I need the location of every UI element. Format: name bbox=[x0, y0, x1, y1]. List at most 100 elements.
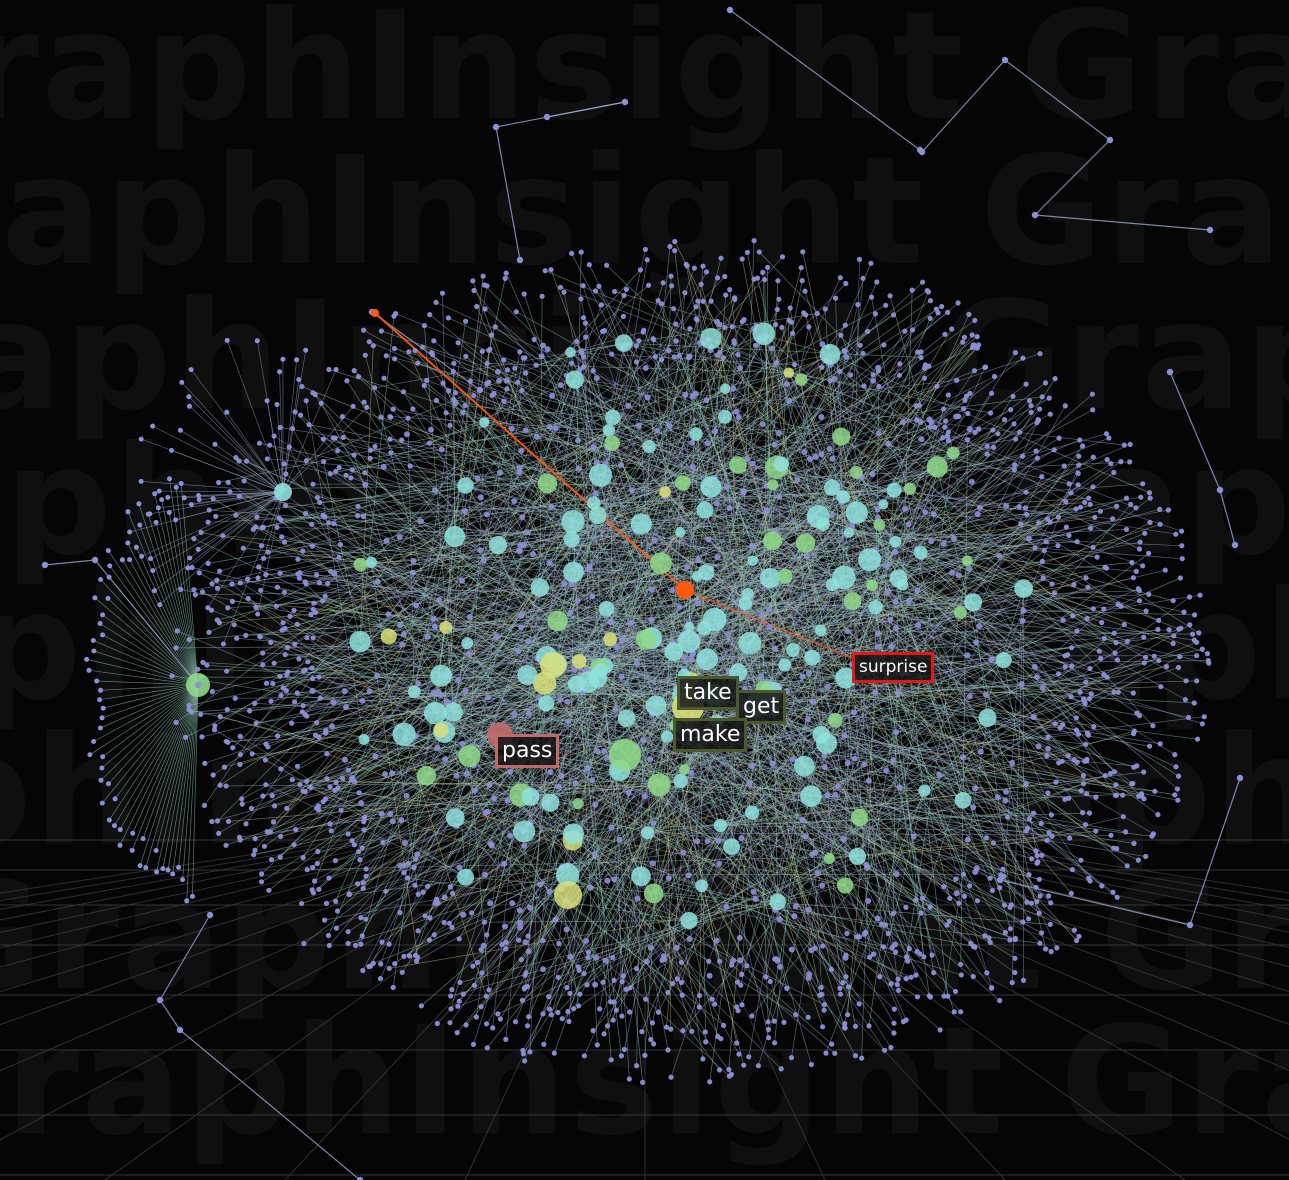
hub-node[interactable] bbox=[457, 868, 475, 886]
hub-node[interactable] bbox=[488, 535, 508, 555]
hub-node[interactable] bbox=[918, 784, 931, 797]
hub-node[interactable] bbox=[832, 565, 856, 590]
hub-node[interactable] bbox=[433, 722, 449, 738]
hub-node[interactable] bbox=[589, 463, 612, 487]
hub-node[interactable] bbox=[783, 367, 795, 378]
hub-node[interactable] bbox=[873, 519, 886, 531]
hub-node[interactable] bbox=[700, 327, 722, 350]
hub-node[interactable] bbox=[677, 630, 701, 653]
hub-node[interactable] bbox=[926, 456, 948, 478]
hub-node[interactable] bbox=[769, 893, 786, 911]
hub-node[interactable] bbox=[349, 630, 371, 653]
hub-node[interactable] bbox=[889, 535, 902, 548]
hub-node[interactable] bbox=[845, 501, 868, 524]
hub-node[interactable] bbox=[445, 808, 465, 828]
hub-node[interactable] bbox=[692, 571, 703, 582]
hub-node[interactable] bbox=[680, 912, 698, 930]
hub-node[interactable] bbox=[604, 435, 620, 452]
hub-node[interactable] bbox=[850, 808, 869, 827]
node-label-pass[interactable]: pass bbox=[495, 734, 560, 769]
hub-node[interactable] bbox=[759, 567, 781, 589]
hub-node[interactable] bbox=[572, 798, 584, 810]
hub-node[interactable] bbox=[572, 653, 587, 669]
hub-node[interactable] bbox=[513, 820, 536, 843]
hub-node[interactable] bbox=[565, 347, 576, 358]
hub-node[interactable] bbox=[457, 477, 474, 494]
hub-node[interactable] bbox=[700, 476, 722, 498]
hub-node[interactable] bbox=[914, 545, 928, 560]
hub-node[interactable] bbox=[521, 787, 540, 806]
hub-node[interactable] bbox=[696, 501, 714, 519]
hub-node[interactable] bbox=[816, 517, 830, 532]
hub-node[interactable] bbox=[537, 473, 558, 494]
hub-node[interactable] bbox=[540, 652, 566, 678]
hub-node[interactable] bbox=[738, 596, 753, 611]
hub-node[interactable] bbox=[380, 628, 397, 645]
hub-node[interactable] bbox=[530, 578, 550, 597]
hub-node[interactable] bbox=[554, 881, 582, 909]
hub-node[interactable] bbox=[995, 652, 1012, 669]
hub-node[interactable] bbox=[843, 527, 855, 538]
hub-node[interactable] bbox=[828, 713, 843, 728]
hub-node[interactable] bbox=[407, 685, 421, 699]
hub-node[interactable] bbox=[458, 744, 481, 768]
hub-node[interactable] bbox=[836, 877, 854, 894]
hub-node[interactable] bbox=[752, 322, 776, 346]
hub-node[interactable] bbox=[353, 557, 368, 572]
hub-node[interactable] bbox=[565, 370, 585, 389]
hub-node[interactable] bbox=[598, 600, 615, 617]
hub-node[interactable] bbox=[588, 506, 607, 525]
hub-node[interactable] bbox=[946, 446, 960, 460]
hub-node[interactable] bbox=[416, 766, 437, 786]
hub-node[interactable] bbox=[815, 732, 838, 754]
hub-node[interactable] bbox=[723, 838, 740, 856]
hub-node[interactable] bbox=[365, 556, 378, 569]
hub-node[interactable] bbox=[631, 866, 651, 887]
hub-node[interactable] bbox=[978, 708, 997, 727]
hub-node[interactable] bbox=[593, 663, 608, 678]
hub-node[interactable] bbox=[953, 605, 967, 619]
hub-node[interactable] bbox=[823, 853, 835, 865]
hub-node[interactable] bbox=[794, 755, 815, 777]
hub-node[interactable] bbox=[675, 526, 686, 538]
hub-node[interactable] bbox=[773, 456, 789, 472]
hub-node[interactable] bbox=[695, 879, 708, 893]
hub-node[interactable] bbox=[697, 621, 712, 636]
hub-node[interactable] bbox=[747, 555, 758, 567]
hub-node[interactable] bbox=[538, 695, 555, 712]
hub-node[interactable] bbox=[738, 631, 762, 655]
hub-node[interactable] bbox=[849, 465, 863, 479]
hub-node[interactable] bbox=[1014, 579, 1033, 598]
hub-node[interactable] bbox=[643, 883, 664, 904]
hub-node[interactable] bbox=[868, 599, 883, 615]
hub-node[interactable] bbox=[858, 548, 882, 572]
hub-node[interactable] bbox=[673, 773, 688, 789]
hub-node[interactable] bbox=[814, 624, 827, 637]
hub-node[interactable] bbox=[835, 667, 857, 689]
hub-node[interactable] bbox=[563, 823, 584, 845]
hub-node[interactable] bbox=[642, 439, 656, 454]
hub-node[interactable] bbox=[778, 658, 792, 672]
hub-node[interactable] bbox=[563, 531, 580, 548]
hub-node[interactable] bbox=[635, 629, 656, 650]
hub-node[interactable] bbox=[718, 410, 732, 424]
hub-node[interactable] bbox=[645, 695, 667, 717]
hub-node[interactable] bbox=[679, 764, 690, 775]
hub-node[interactable] bbox=[889, 569, 908, 588]
hub-node[interactable] bbox=[541, 793, 560, 812]
hub-node[interactable] bbox=[439, 620, 453, 634]
hub-node[interactable] bbox=[903, 482, 916, 495]
hub-node[interactable] bbox=[777, 568, 793, 584]
hub-node[interactable] bbox=[659, 486, 671, 498]
hub-node[interactable] bbox=[561, 509, 585, 534]
hub-node[interactable] bbox=[689, 427, 703, 441]
highlight-node[interactable] bbox=[676, 581, 694, 599]
hub-node[interactable] bbox=[744, 805, 760, 820]
hub-node[interactable] bbox=[886, 482, 902, 498]
hub-node[interactable] bbox=[961, 555, 973, 567]
hub-node[interactable] bbox=[614, 334, 633, 352]
hub-node[interactable] bbox=[848, 847, 867, 866]
hub-node[interactable] bbox=[660, 730, 674, 743]
hub-node[interactable] bbox=[650, 552, 672, 575]
hub-node[interactable] bbox=[866, 579, 878, 592]
